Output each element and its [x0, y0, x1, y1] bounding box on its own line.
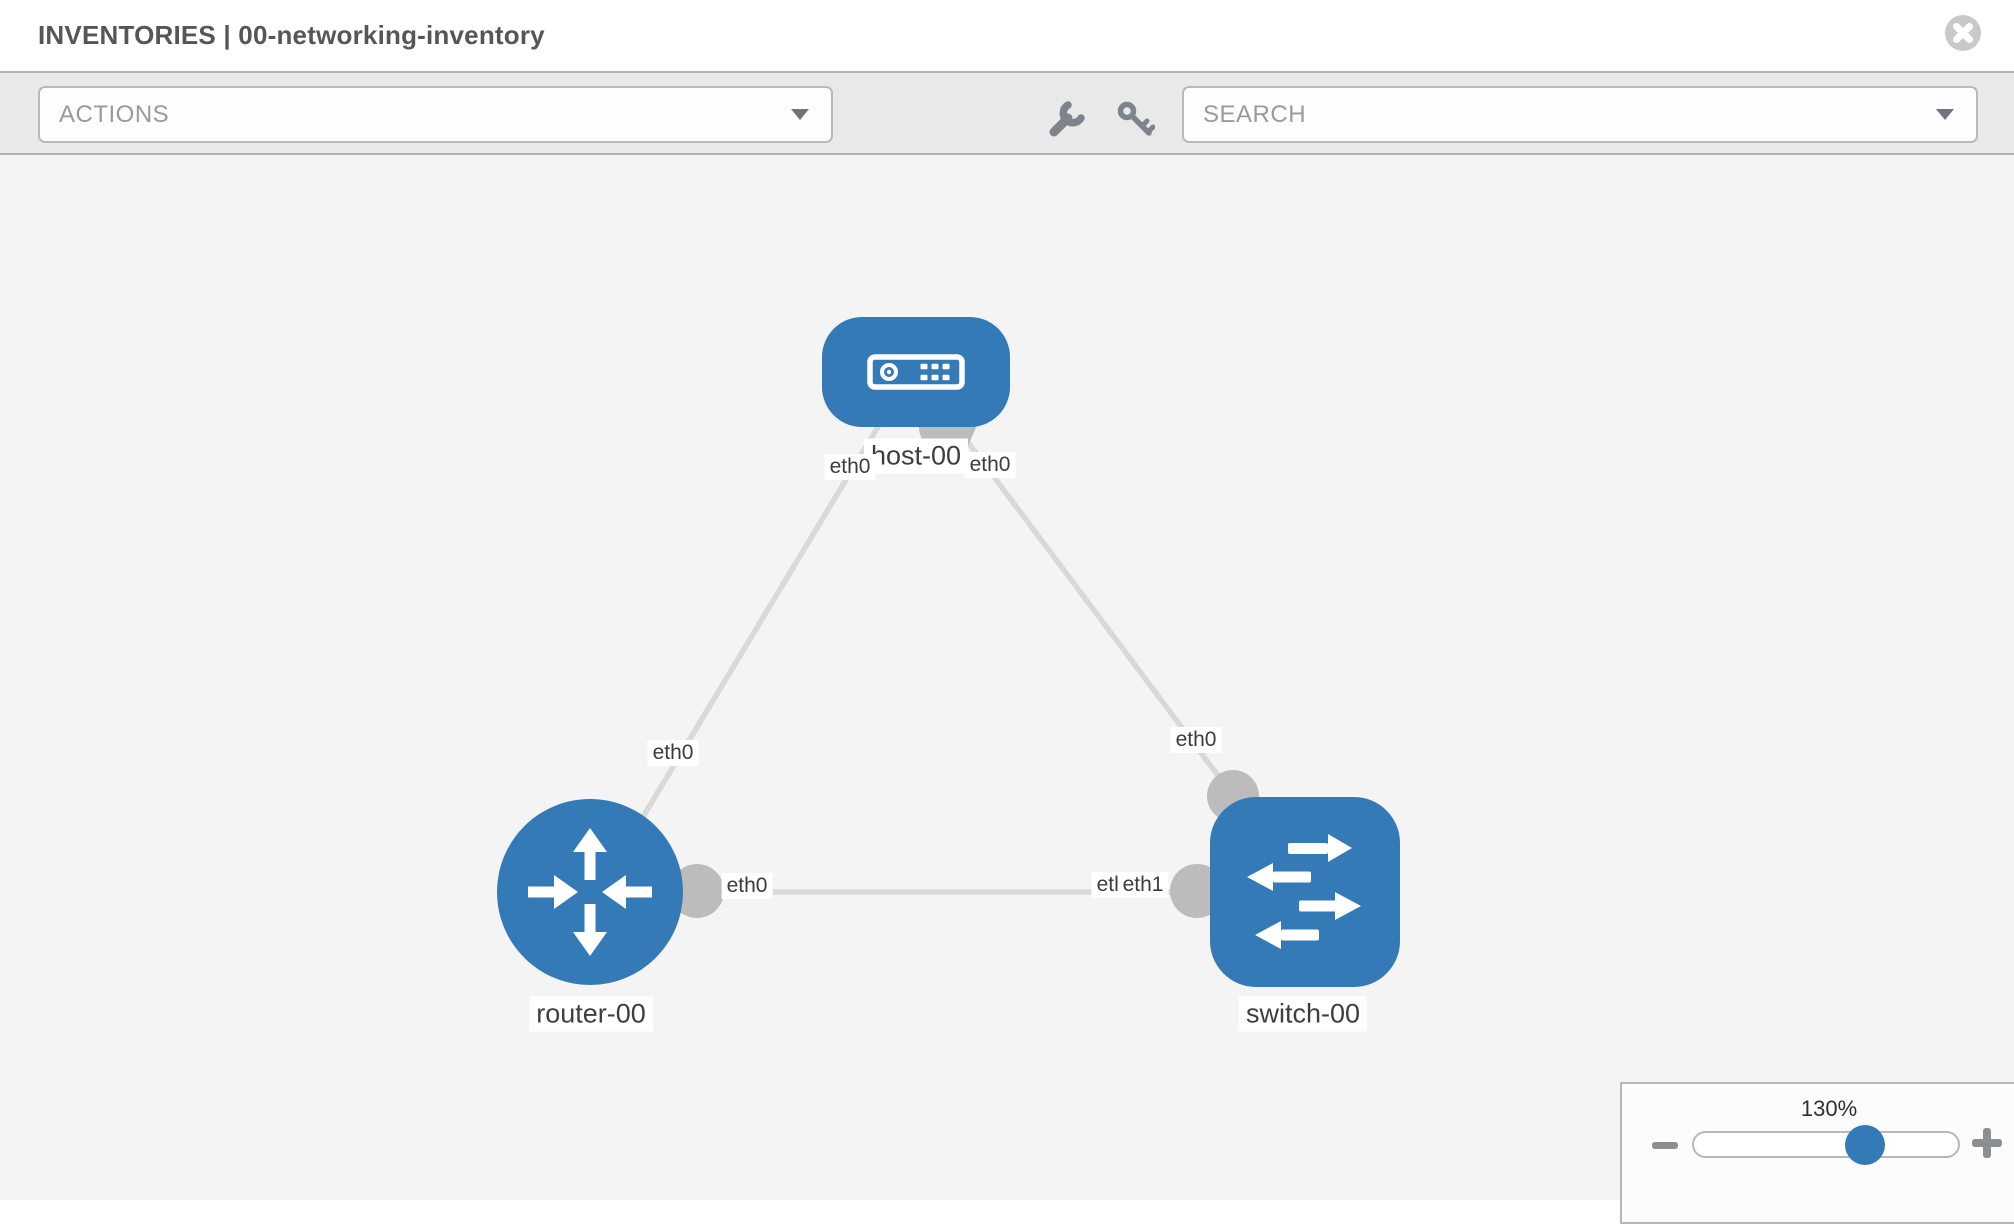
node-router-00[interactable] [497, 799, 683, 985]
node-host-00[interactable] [822, 317, 1010, 427]
zoom-out-button[interactable] [1652, 1138, 1678, 1154]
key-icon [1117, 101, 1156, 136]
actions-dropdown-label: ACTIONS [59, 100, 170, 128]
port-label-eth0: eth0 [964, 452, 1016, 478]
port-label-eth0: eth0 [721, 873, 773, 899]
wrench-icon [1049, 101, 1085, 137]
node-label-router: router-00 [529, 996, 653, 1032]
router-icon [528, 828, 652, 956]
node-switch-00[interactable] [1210, 797, 1400, 987]
node-label-host: host-00 [863, 438, 969, 474]
port-label-eth0: eth0 [647, 740, 699, 766]
plus-icon [1983, 1128, 1991, 1158]
switch-icon [1247, 834, 1361, 949]
chevron-down-icon [791, 109, 809, 120]
chevron-down-icon [1936, 109, 1954, 120]
toolbar: ACTIONS [0, 71, 2014, 155]
link-host-router[interactable] [617, 408, 891, 857]
zoom-in-button[interactable] [1972, 1128, 2002, 1158]
zoom-slider-track[interactable] [1692, 1124, 1960, 1165]
zoom-control-panel: 130% [1620, 1082, 2014, 1224]
search-dropdown[interactable] [1182, 86, 1978, 143]
search-input[interactable] [1184, 99, 1936, 130]
actions-dropdown[interactable]: ACTIONS [38, 86, 833, 143]
topology-svg [497, 317, 1400, 987]
close-button[interactable] [1944, 14, 1982, 52]
port-label-eth0: eth0 [824, 454, 876, 480]
zoom-slider-thumb[interactable] [1844, 1124, 1885, 1165]
port-label-eth0: eth0 [1170, 727, 1222, 753]
topology-canvas[interactable]: host-00 router-00 switch-00 eth0 eth0 et… [0, 155, 2014, 1200]
zoom-level: 130% [1800, 1096, 1858, 1121]
node-label-switch: switch-00 [1238, 996, 1368, 1032]
interface-dot-router [670, 864, 724, 918]
port-label-eth1: eth1 [1117, 872, 1169, 898]
page-header: INVENTORIES | 00-networking-inventory [0, 0, 2014, 71]
minus-icon [1652, 1142, 1678, 1149]
configure-button[interactable] [1047, 99, 1087, 139]
host-icon [867, 354, 965, 390]
close-icon [1945, 15, 1981, 51]
credentials-button[interactable] [1115, 99, 1156, 139]
page-title: INVENTORIES | 00-networking-inventory [38, 20, 545, 50]
